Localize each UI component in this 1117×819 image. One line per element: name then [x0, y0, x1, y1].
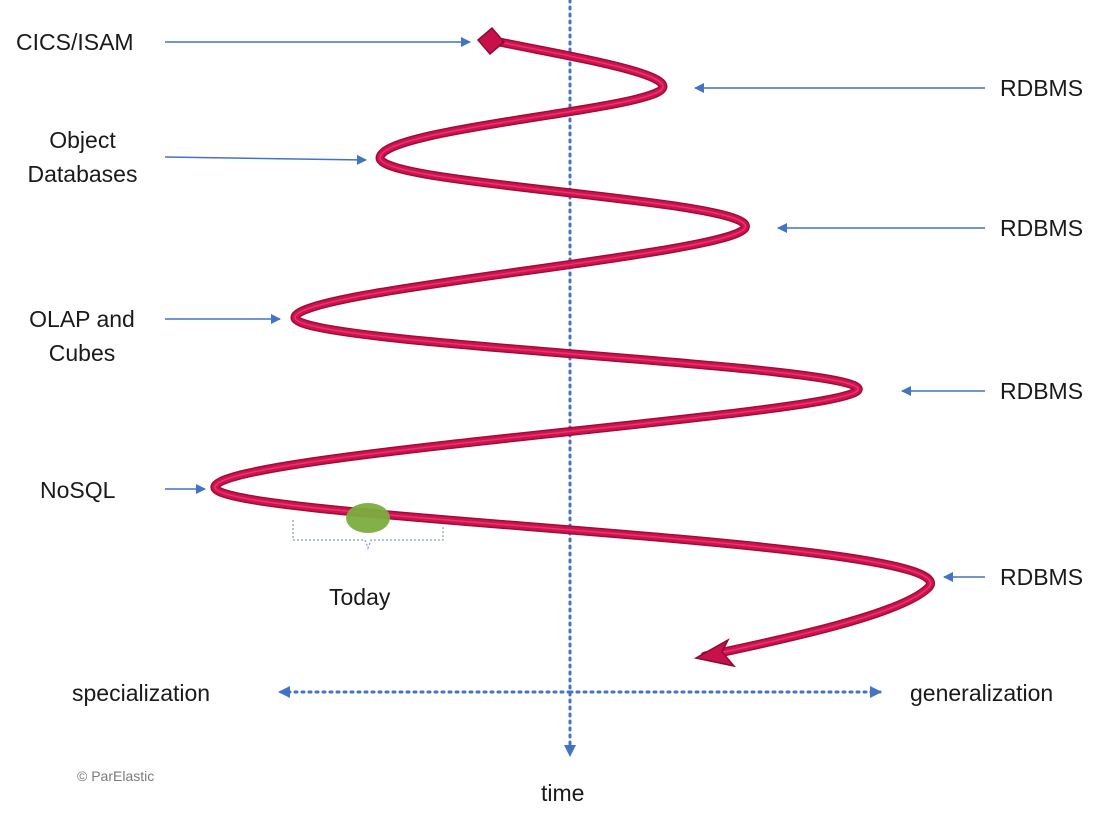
spiral-start-diamond — [476, 26, 506, 56]
label-specialization: specialization — [72, 680, 211, 706]
today-marker — [346, 503, 390, 533]
label-object-databases: Object Databases — [20, 123, 145, 191]
label-rdbms-2: RDBMS — [1000, 215, 1084, 241]
copyright-text: © ParElastic — [77, 768, 155, 784]
today-bracket — [292, 520, 444, 550]
label-nosql: NoSQL — [40, 477, 116, 503]
spiral-trajectory — [210, 35, 936, 661]
label-olap-cubes: OLAP and Cubes — [18, 302, 146, 370]
pointer-arrow-object-databases — [164, 154, 367, 165]
label-olap-line2: Cubes — [48, 340, 116, 366]
label-object-databases-line2: Databases — [27, 161, 138, 187]
label-today: Today — [329, 584, 391, 610]
label-generalization: generalization — [910, 680, 1054, 706]
label-olap-line1: OLAP and — [29, 306, 135, 332]
label-object-databases-line1: Object — [49, 127, 116, 153]
label-time: time — [541, 780, 585, 806]
label-cics-isam: CICS/ISAM — [16, 29, 134, 55]
label-rdbms-1: RDBMS — [1000, 75, 1084, 101]
label-rdbms-4: RDBMS — [1000, 564, 1084, 590]
spiral-end-arrowhead — [693, 638, 737, 668]
label-rdbms-3: RDBMS — [1000, 378, 1084, 404]
